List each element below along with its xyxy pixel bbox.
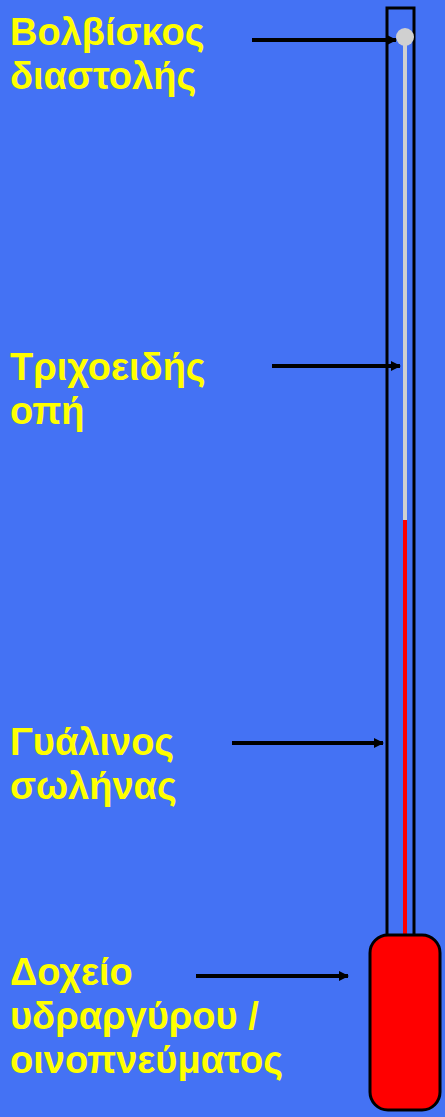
capillary-empty [403,40,407,522]
leader-arrow [252,38,396,42]
part-label: Βολβίσκος διαστολής [10,10,250,98]
liquid-column [403,520,407,945]
leader-arrow [232,741,383,745]
glass-tube [387,8,414,953]
leader-arrow [272,364,400,368]
leader-arrow [196,974,348,978]
reservoir-bulb [370,935,440,1110]
part-label: Δοχείο υδραργύρου /οινοπνεύματος [10,950,360,1082]
part-label: Γυάλινος σωλήνας [10,720,225,808]
expansion-bulb [396,28,414,46]
part-label: Τριχοειδής οπή [10,345,268,433]
